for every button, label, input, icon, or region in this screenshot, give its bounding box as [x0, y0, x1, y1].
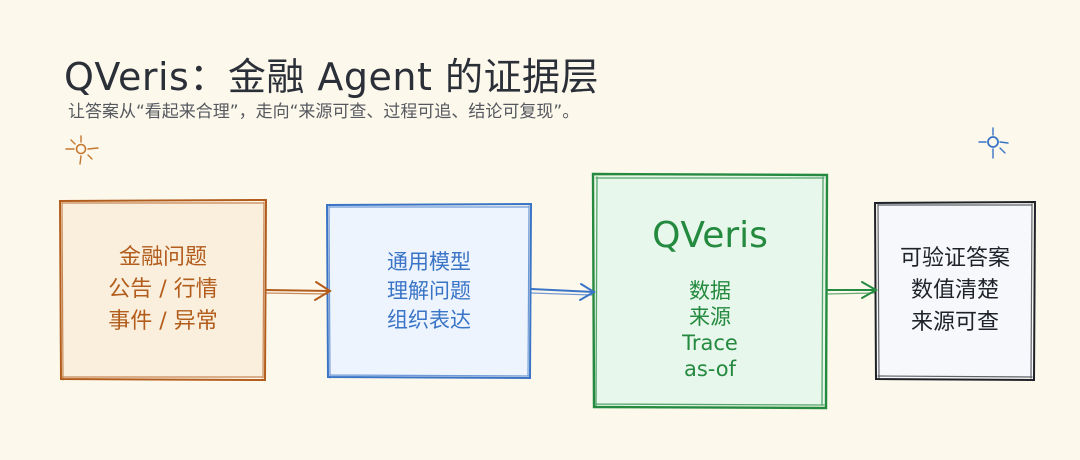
qveris-box: QVeris 数据 来源 Trace as-of: [595, 176, 825, 406]
box-line: 数值清楚: [910, 278, 999, 303]
page-subtitle: 让答案从“看起来合理”，走向“来源可查、过程可追、结论可复现”。: [68, 102, 580, 122]
box-line: 事件 / 异常: [108, 309, 218, 334]
verifiable-answer-box: 可验证答案 数值清楚 来源可查: [877, 204, 1033, 378]
box-line: Trace: [682, 331, 738, 355]
box-line: 来源: [689, 305, 731, 329]
sun-sketch-icon: [978, 127, 1009, 159]
box-line: as-of: [683, 357, 737, 381]
sun-sketch-icon: [65, 135, 99, 165]
box-line: 来源可查: [910, 310, 999, 335]
page-title: QVeris：金融 Agent 的证据层: [64, 55, 599, 99]
box-line: 组织表达: [387, 307, 471, 332]
box-line: 通用模型: [387, 249, 471, 274]
box-line: 数据: [689, 279, 731, 303]
box-line: 理解问题: [387, 278, 471, 303]
box-line: 可验证答案: [899, 246, 1010, 271]
box-line: 金融问题: [118, 245, 207, 270]
arrow-right-icon: [530, 283, 596, 301]
financial-question-box: 金融问题 公告 / 行情 事件 / 异常: [62, 202, 264, 378]
qveris-title: QVeris: [652, 215, 768, 256]
box-line: 公告 / 行情: [108, 277, 218, 302]
general-model-box: 通用模型 理解问题 组织表达: [329, 206, 529, 376]
arrow-right-icon: [826, 281, 879, 299]
arrow-right-icon: [265, 281, 332, 301]
